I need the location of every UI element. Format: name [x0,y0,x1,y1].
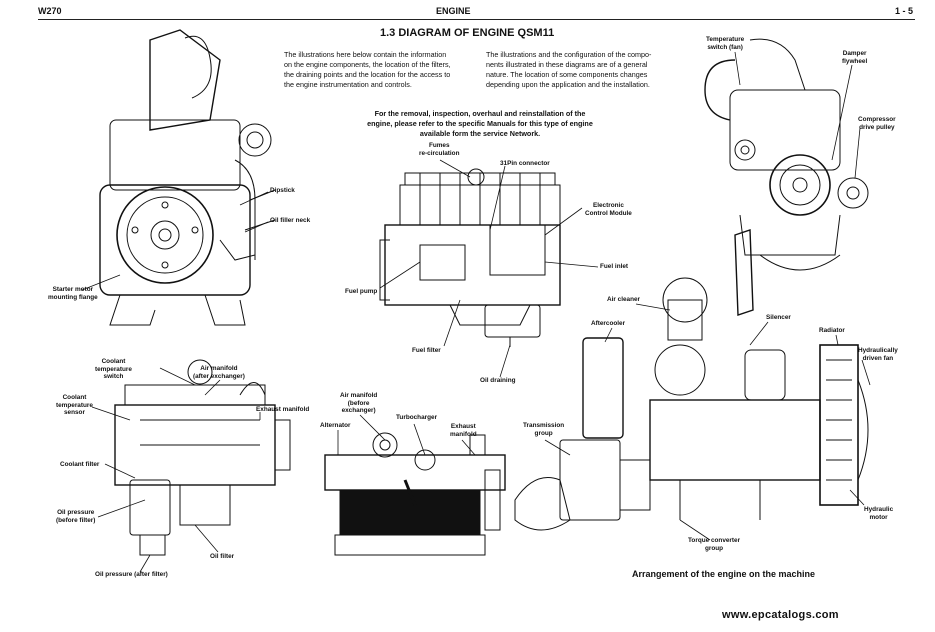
label-line: Exhaust [450,423,476,430]
label-31pin-connector: 31Pin connector [500,160,550,167]
label-silencer: Silencer [766,314,791,321]
label-line: Oil pressure [57,509,95,516]
label-starter-motor: Starter motor mounting flange [48,286,98,301]
label-fumes: Fumes re-circulation [419,142,460,157]
label-exhaust-manifold-mid: Exhaust manifold [450,423,477,438]
label-line: Damper [842,50,867,57]
label-dipstick: Dipstick [270,187,295,194]
label-line: (before filter) [56,516,96,524]
intro-left-line: the draining points and the location for… [284,70,451,79]
label-line: exchanger) [341,407,376,414]
label-line: Coolant [62,394,87,401]
intro-right-line: depending upon the application and the i… [486,80,650,89]
engine-mid-lower-view [324,432,506,556]
label-line: flywheel [842,57,868,65]
label-line: Transmission [523,422,565,429]
label-hydraulic-motor: Hydraulic motor [864,506,893,521]
label-exhaust-manifold-left: Exhaust manifold [256,406,310,413]
label-line: Air manifold [200,365,238,372]
label-line: Compressor [858,116,896,123]
label-transmission-group: Transmission group [523,422,564,437]
label-line: (after exchanger) [193,372,245,380]
label-line: (before [347,399,370,407]
leader-lines [81,51,871,573]
label-line: temperature [56,401,93,409]
service-note: For the removal, inspection, overhaul an… [330,109,630,139]
note-line: available form the service Network. [419,129,541,138]
note-line: engine, please refer to the specific Man… [367,119,593,128]
intro-left-line: the engine instrumentation and controls. [284,80,412,89]
label-air-manifold-after: Air manifold (after exchanger) [193,365,245,380]
page-header: W270 ENGINE 1 - 5 [0,0,935,22]
label-compressor-pulley: Compressor drive pulley [858,116,896,131]
intro-right-line: The illustrations and the configuration … [486,50,652,59]
label-line: Air manifold [340,392,378,399]
header-rule [38,19,915,20]
page-number: 1 - 5 [894,6,913,16]
label-torque-converter: Torque converter group [688,537,740,552]
label-line: sensor [63,409,85,416]
label-turbocharger: Turbocharger [396,414,438,421]
label-oil-pressure-before: Oil pressure (before filter) [56,509,95,524]
label-fuel-inlet: Fuel inlet [600,263,629,270]
label-alternator: Alternator [320,422,351,429]
label-line: driven fan [862,354,894,362]
intro-right-line: nature. The location of some components … [486,70,648,79]
label-line: Control Module [585,209,632,217]
engine-side-view [379,168,561,347]
label-temp-switch-fan: Temperature switch (fan) [706,36,744,51]
label-line: temperature [95,365,132,373]
label-oil-draining: Oil draining [480,377,516,384]
intro-left-line: The illustrations here below contain the… [284,50,447,59]
label-line: motor [869,513,888,521]
model-code: W270 [38,6,62,16]
watermark-url[interactable]: www.epcatalogs.com [722,609,839,621]
page-title: 1.3 DIAGRAM OF ENGINE QSM11 [380,27,555,39]
label-oil-filter: Oil filter [210,553,235,560]
intro-left-line: on the engine components, the location o… [284,60,451,69]
engine-front-right-view [704,38,869,271]
intro-right: The illustrations and the configuration … [486,50,651,90]
label-line: manifold [450,430,477,438]
label-line: group [534,429,553,437]
label-air-manifold-before: Air manifold (before exchanger) [340,392,377,415]
label-line: Starter motor [52,286,94,293]
label-line: drive pulley [859,123,895,131]
label-line: Hydraulic [864,506,894,513]
label-fuel-pump: Fuel pump [345,288,378,295]
label-air-cleaner: Air cleaner [607,296,641,303]
label-damper-flywheel: Damper flywheel [842,50,867,65]
label-aftercooler: Aftercooler [591,320,626,327]
label-line: Coolant [101,358,126,365]
machine-arrangement-view [514,229,869,531]
label-line: Fumes [428,142,450,149]
label-line: mounting flange [48,293,98,301]
label-line: Torque converter [688,537,741,544]
label-radiator: Radiator [819,327,845,334]
intro-right-line: nents illustrated in these diagrams are … [486,60,648,69]
label-fuel-filter: Fuel filter [412,347,441,354]
label-coolant-temp-switch: Coolant temperature switch [95,358,132,381]
label-line: switch (fan) [707,43,743,51]
label-hydraulically-driven-fan: Hydraulically driven fan [858,347,898,362]
note-line: For the removal, inspection, overhaul an… [374,109,586,118]
label-line: Temperature [706,36,745,43]
label-oil-filler-neck: Oil filler neck [270,217,311,224]
label-line: switch [103,373,124,380]
label-line: Electronic [592,202,624,209]
label-line: group [704,544,724,552]
section-name: ENGINE [436,6,471,16]
figure-caption: Arrangement of the engine on the machine [632,569,816,579]
intro-left: The illustrations here below contain the… [284,50,451,90]
label-coolant-temp-sensor: Coolant temperature sensor [56,394,93,417]
label-coolant-filter: Coolant filter [60,461,100,468]
engine-left-lower-view [114,359,291,556]
label-line: Hydraulically [858,347,898,354]
label-oil-pressure-after: Oil pressure (after filter) [95,571,168,578]
label-line: re-circulation [419,149,460,157]
engine-front-view [99,29,276,326]
label-ecm: Electronic Control Module [585,202,632,217]
